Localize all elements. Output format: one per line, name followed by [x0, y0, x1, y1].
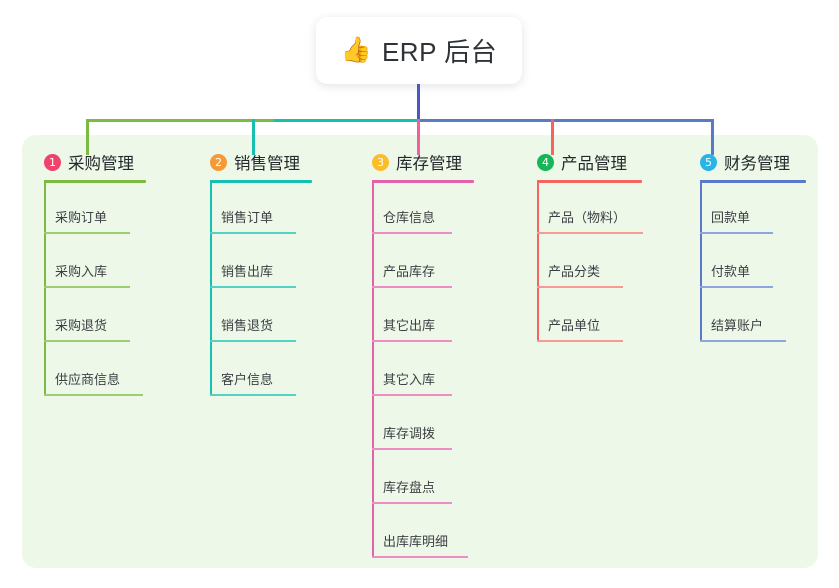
leaf-rule [44, 232, 130, 234]
column-rule-1 [44, 180, 146, 183]
leaf-rule [210, 232, 296, 234]
leaf-rule [372, 448, 452, 450]
leaf-label: 销售退货 [221, 318, 274, 333]
column-spine-4 [537, 180, 539, 340]
badge-number-4: 4 [537, 153, 554, 171]
leaf-label: 采购退货 [55, 318, 108, 333]
leaf-rule [537, 232, 643, 234]
column-rule-5 [700, 180, 806, 183]
bus-segment-blue [418, 119, 714, 122]
column-title-5: 财务管理 [724, 155, 790, 173]
drop-column-5 [711, 119, 714, 155]
drop-column-3 [417, 119, 420, 155]
leaf-rule [372, 286, 452, 288]
leaf-rule [44, 286, 130, 288]
leaf-label: 产品分类 [548, 264, 601, 279]
column-title-4: 产品管理 [561, 155, 627, 173]
column-header-5[interactable]: 5 财务管理 [700, 150, 790, 174]
leaf-label: 其它入库 [383, 372, 436, 387]
leaf-rule [210, 286, 296, 288]
leaf-label: 库存调拨 [383, 426, 436, 441]
leaf-label: 仓库信息 [383, 210, 436, 225]
drop-column-2 [252, 119, 255, 155]
leaf-label: 供应商信息 [55, 372, 121, 387]
leaf-rule [700, 286, 773, 288]
leaf-label: 回款单 [711, 210, 751, 225]
leaf-rule [372, 232, 452, 234]
columns-panel [22, 135, 818, 568]
leaf-rule [537, 340, 623, 342]
column-title-2: 销售管理 [234, 155, 300, 173]
leaf-rule [700, 232, 773, 234]
drop-column-4 [551, 119, 554, 155]
root-title: ERP 后台 [381, 37, 498, 67]
leaf-label: 结算账户 [711, 318, 764, 333]
thumbs-up-icon: 👍 [340, 36, 372, 64]
bus-segment-green [86, 119, 276, 122]
column-header-3[interactable]: 3 库存管理 [372, 150, 462, 174]
leaf-label: 库存盘点 [383, 480, 436, 495]
column-title-3: 库存管理 [396, 155, 462, 173]
column-header-4[interactable]: 4 产品管理 [537, 150, 627, 174]
leaf-rule [537, 286, 623, 288]
leaf-rule [44, 394, 143, 396]
leaf-label: 产品单位 [548, 318, 601, 333]
column-rule-2 [210, 180, 312, 183]
leaf-rule [44, 340, 130, 342]
badge-number-5: 5 [700, 153, 717, 171]
column-title-1: 采购管理 [68, 155, 134, 173]
column-spine-3 [372, 180, 374, 557]
leaf-rule [210, 394, 296, 396]
leaf-rule [372, 502, 452, 504]
badge-number-1: 1 [44, 153, 61, 171]
leaf-label: 销售订单 [221, 210, 274, 225]
leaf-rule [700, 340, 786, 342]
badge-number-3: 3 [372, 153, 389, 171]
root-trunk-vertical [417, 84, 420, 122]
leaf-label: 付款单 [711, 264, 751, 279]
drop-column-1 [86, 119, 89, 155]
bus-segment-teal [274, 119, 420, 122]
leaf-rule [210, 340, 296, 342]
leaf-label: 产品（物料） [548, 210, 627, 225]
leaf-label: 采购订单 [55, 210, 108, 225]
column-header-1[interactable]: 1 采购管理 [44, 150, 134, 174]
column-spine-5 [700, 180, 702, 340]
root-node[interactable]: 👍 ERP 后台 [316, 17, 522, 84]
column-header-2[interactable]: 2 销售管理 [210, 150, 300, 174]
badge-number-2: 2 [210, 153, 227, 171]
leaf-label: 客户信息 [221, 372, 274, 387]
leaf-rule [372, 340, 452, 342]
leaf-label: 产品库存 [383, 264, 436, 279]
column-rule-4 [537, 180, 642, 183]
leaf-rule [372, 556, 468, 558]
leaf-label: 出库库明细 [383, 534, 449, 549]
leaf-label: 销售出库 [221, 264, 274, 279]
leaf-label: 其它出库 [383, 318, 436, 333]
leaf-label: 采购入库 [55, 264, 108, 279]
leaf-rule [372, 394, 452, 396]
column-rule-3 [372, 180, 474, 183]
